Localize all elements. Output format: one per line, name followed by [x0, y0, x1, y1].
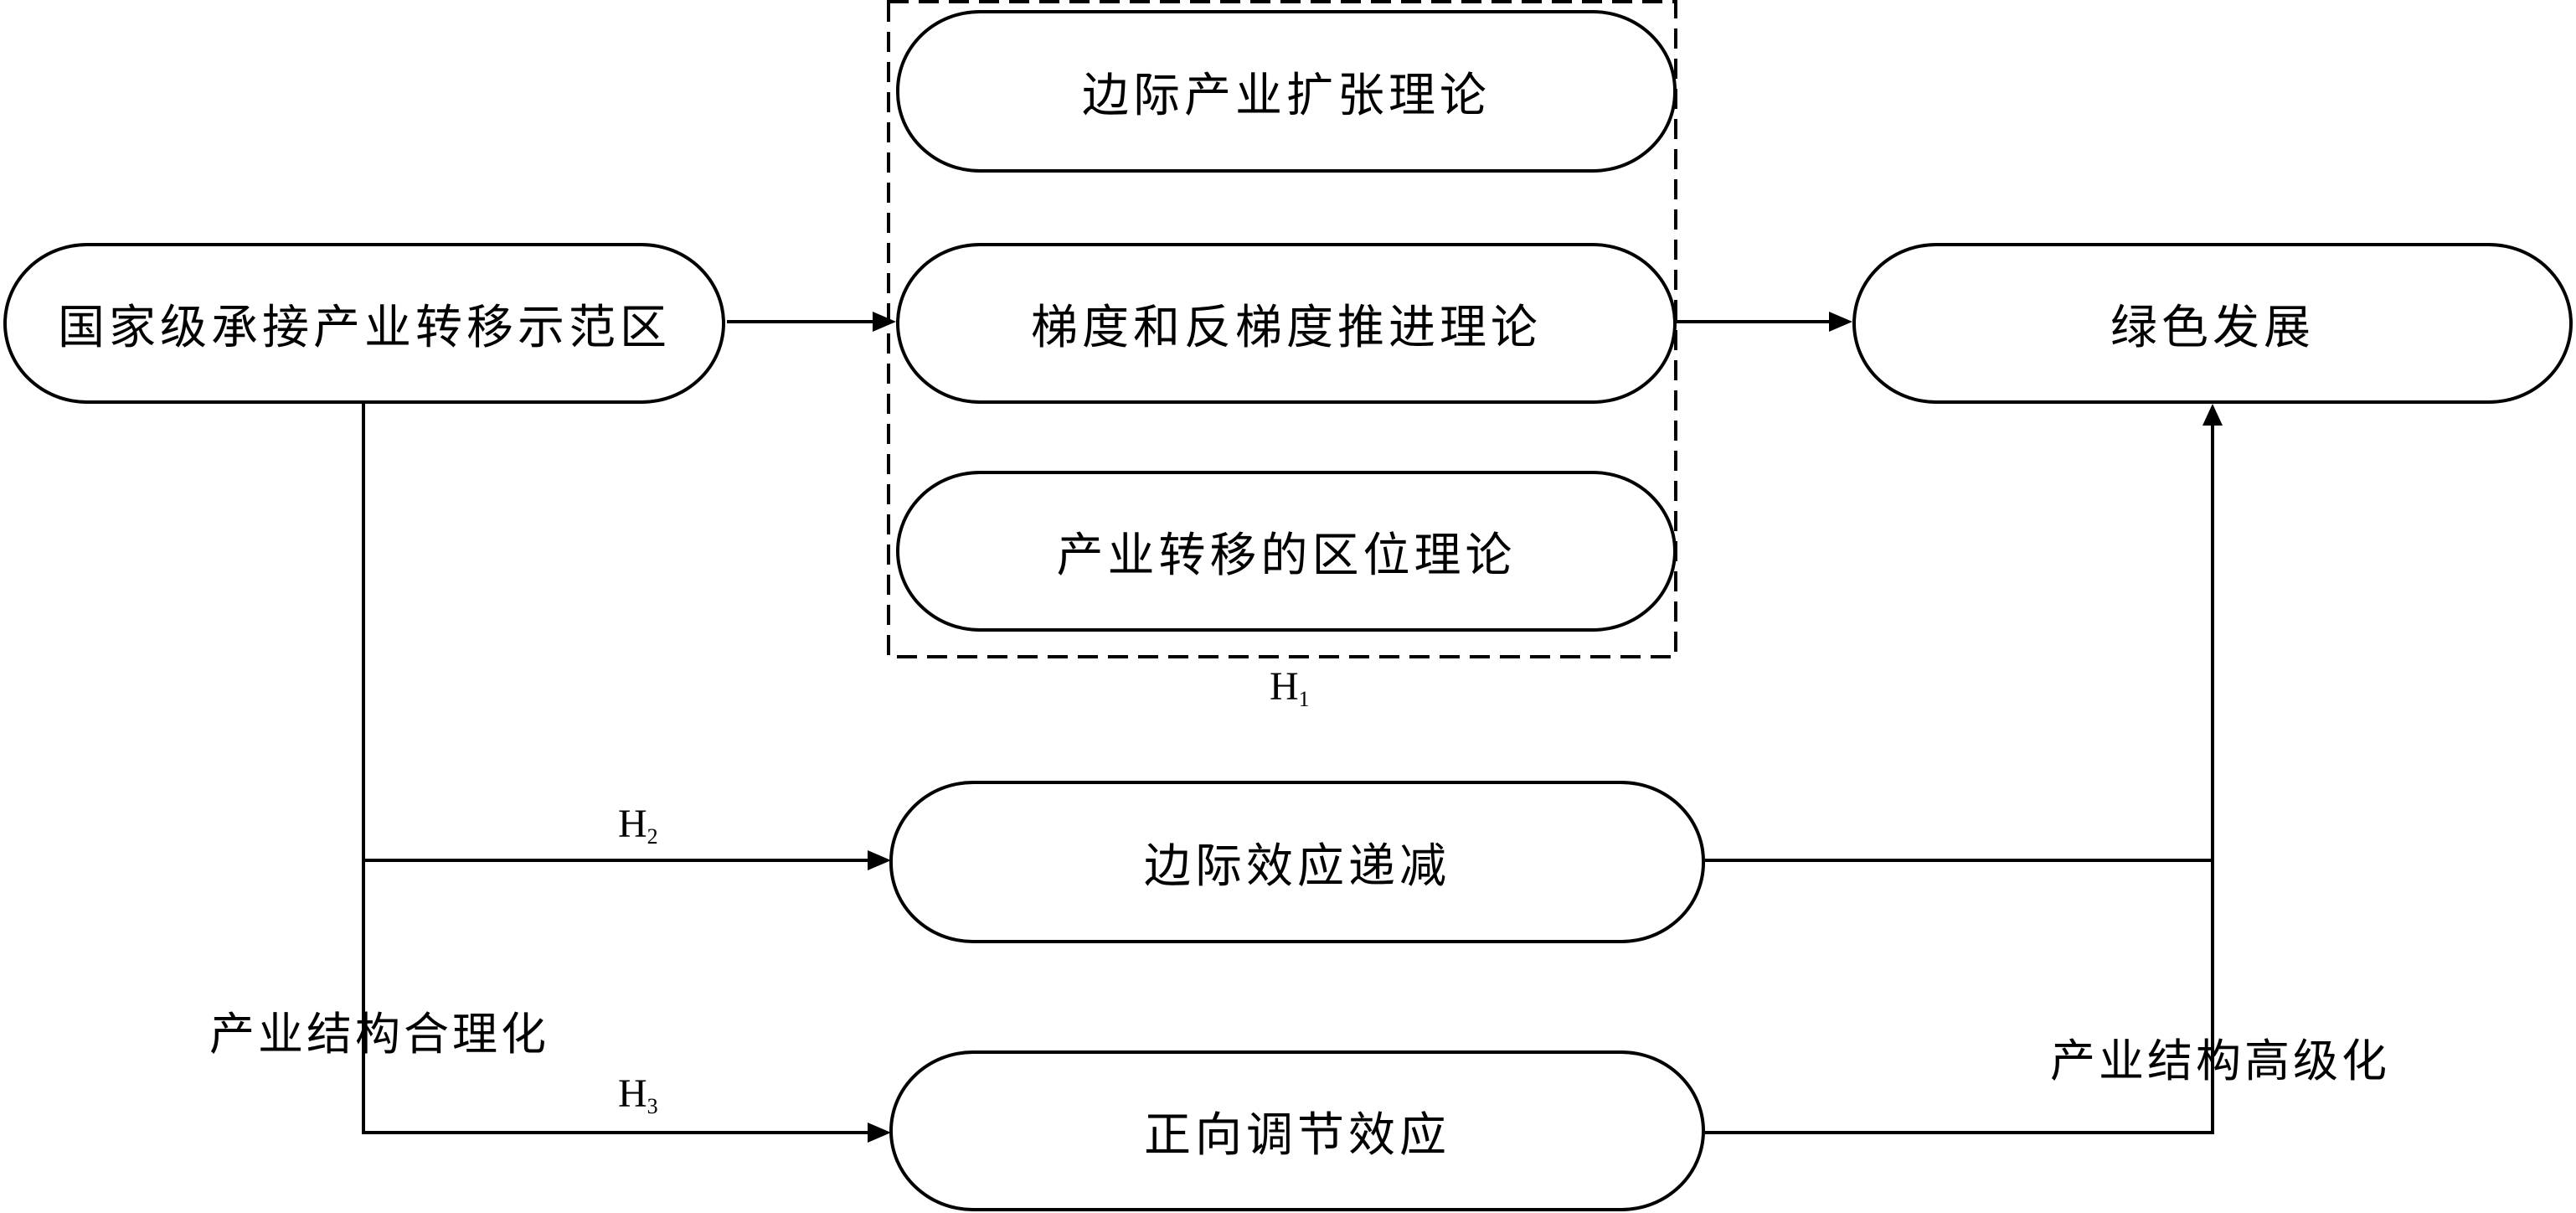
hypothesis-label-h2: H2 — [618, 802, 658, 849]
label-structure-rationalization: 产业结构合理化 — [209, 1008, 549, 1061]
arrowhead-to-effect-h2 — [868, 850, 891, 870]
node-theory-marginal-industry: 边际产业扩张理论 — [896, 10, 1677, 173]
hypothesis-label-h1: H1 — [1270, 664, 1310, 711]
node-source-demonstration-zone: 国家级承接产业转移示范区 — [3, 243, 725, 404]
arrowhead-theories-to-target — [1829, 312, 1852, 332]
node-effect-diminishing-marginal: 边际效应递减 — [889, 781, 1705, 943]
hypothesis-label-h3: H3 — [618, 1071, 658, 1118]
node-effect-positive-moderation: 正向调节效应 — [889, 1050, 1705, 1211]
arrowhead-source-to-theories — [873, 312, 896, 332]
node-theory-gradient: 梯度和反梯度推进理论 — [896, 243, 1677, 404]
theory-group-box — [887, 0, 1677, 658]
node-theory-location: 产业转移的区位理论 — [896, 471, 1677, 632]
node-target-green-development: 绿色发展 — [1852, 243, 2573, 404]
arrowhead-to-effect-h3 — [868, 1123, 891, 1143]
label-structure-advancement: 产业结构高级化 — [2050, 1035, 2390, 1087]
arrowhead-to-target — [2202, 404, 2223, 426]
